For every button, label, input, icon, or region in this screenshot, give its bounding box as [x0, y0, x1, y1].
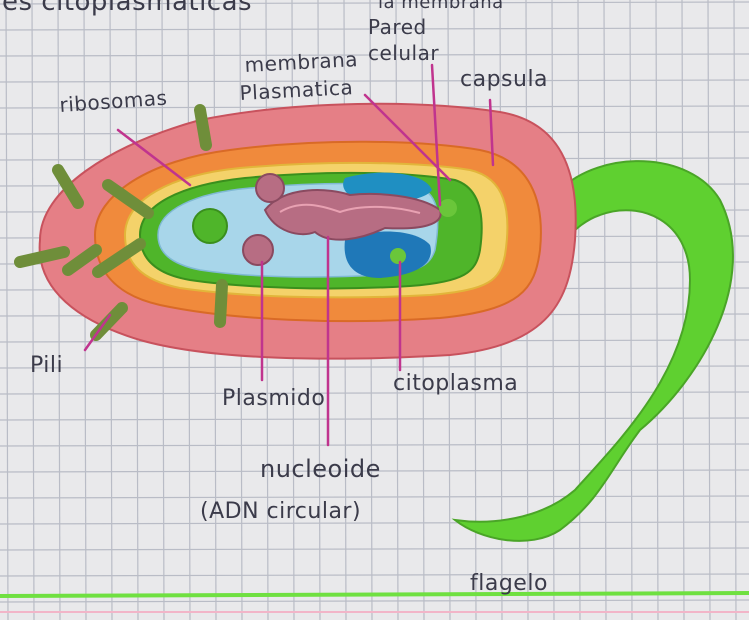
grid-line [0, 392, 749, 394]
grid-line [604, 0, 606, 620]
label-plasmido: Plasmido [222, 386, 325, 411]
label-ribosomas: ribosomas [59, 86, 168, 117]
ribosome [439, 199, 457, 217]
pilus [200, 110, 206, 145]
grid-line [630, 0, 632, 620]
title-fragment-right: la membrana [378, 0, 504, 13]
grid-line [656, 0, 658, 620]
ribosome [390, 248, 406, 264]
plasmid-bottom [243, 235, 273, 265]
grid-line [0, 496, 749, 498]
label-membrana-2: Plasmatica [239, 75, 354, 105]
plasmid-top [256, 174, 284, 202]
label-pili: Pili [30, 353, 63, 378]
label-membrana-1: membrana [244, 47, 358, 77]
title-fragment: es citoplasmaticas [2, 0, 252, 17]
pilus [220, 285, 222, 322]
grid-line [0, 366, 749, 368]
grid-line [0, 80, 749, 82]
grid-line [32, 0, 34, 620]
label-nucleoide-1: nucleoide [260, 455, 381, 483]
grid-line [0, 522, 749, 524]
grid-line [0, 444, 749, 446]
label-flagelo: flagelo [470, 571, 548, 596]
ribosome [193, 209, 227, 243]
label-citoplasma: citoplasma [393, 371, 518, 396]
label-pared-2: celular [368, 41, 439, 65]
label-nucleoide-2: (ADN circular) [200, 499, 361, 524]
grid-line [682, 0, 684, 620]
label-pared-1: Pared [368, 15, 427, 39]
label-capsula: capsula [460, 67, 548, 92]
grid-line [6, 0, 8, 620]
grid-line [734, 0, 736, 620]
grid-line [578, 0, 580, 620]
